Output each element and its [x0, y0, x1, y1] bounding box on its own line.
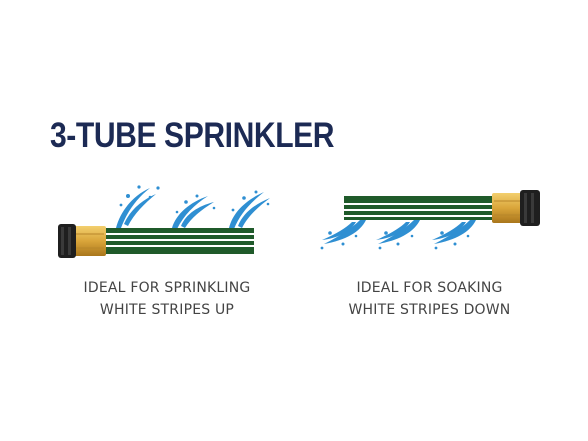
- caption-sprinkling: IDEAL FOR SPRINKLING WHITE STRIPES UP: [57, 277, 277, 321]
- page-title: 3-TUBE SPRINKLER: [50, 116, 335, 155]
- caption-soaking-line2: WHITE STRIPES DOWN: [348, 302, 511, 318]
- caption-sprinkling-line1: IDEAL FOR SPRINKLING: [83, 280, 251, 296]
- coupling-nut-icon: [520, 190, 540, 226]
- brass-coupling-icon: [74, 226, 106, 256]
- water-spray-up-icon: [116, 185, 270, 229]
- caption-soaking: IDEAL FOR SOAKING WHITE STRIPES DOWN: [322, 277, 537, 321]
- brass-coupling-icon: [492, 193, 524, 223]
- coupling-nut-icon: [58, 224, 76, 258]
- hose-stripes-up-icon: [58, 185, 270, 258]
- caption-sprinkling-line2: WHITE STRIPES UP: [99, 302, 235, 318]
- water-spray-down-icon: [320, 220, 476, 250]
- caption-soaking-line1: IDEAL FOR SOAKING: [356, 280, 503, 296]
- hose-stripes-down-icon: [320, 190, 540, 250]
